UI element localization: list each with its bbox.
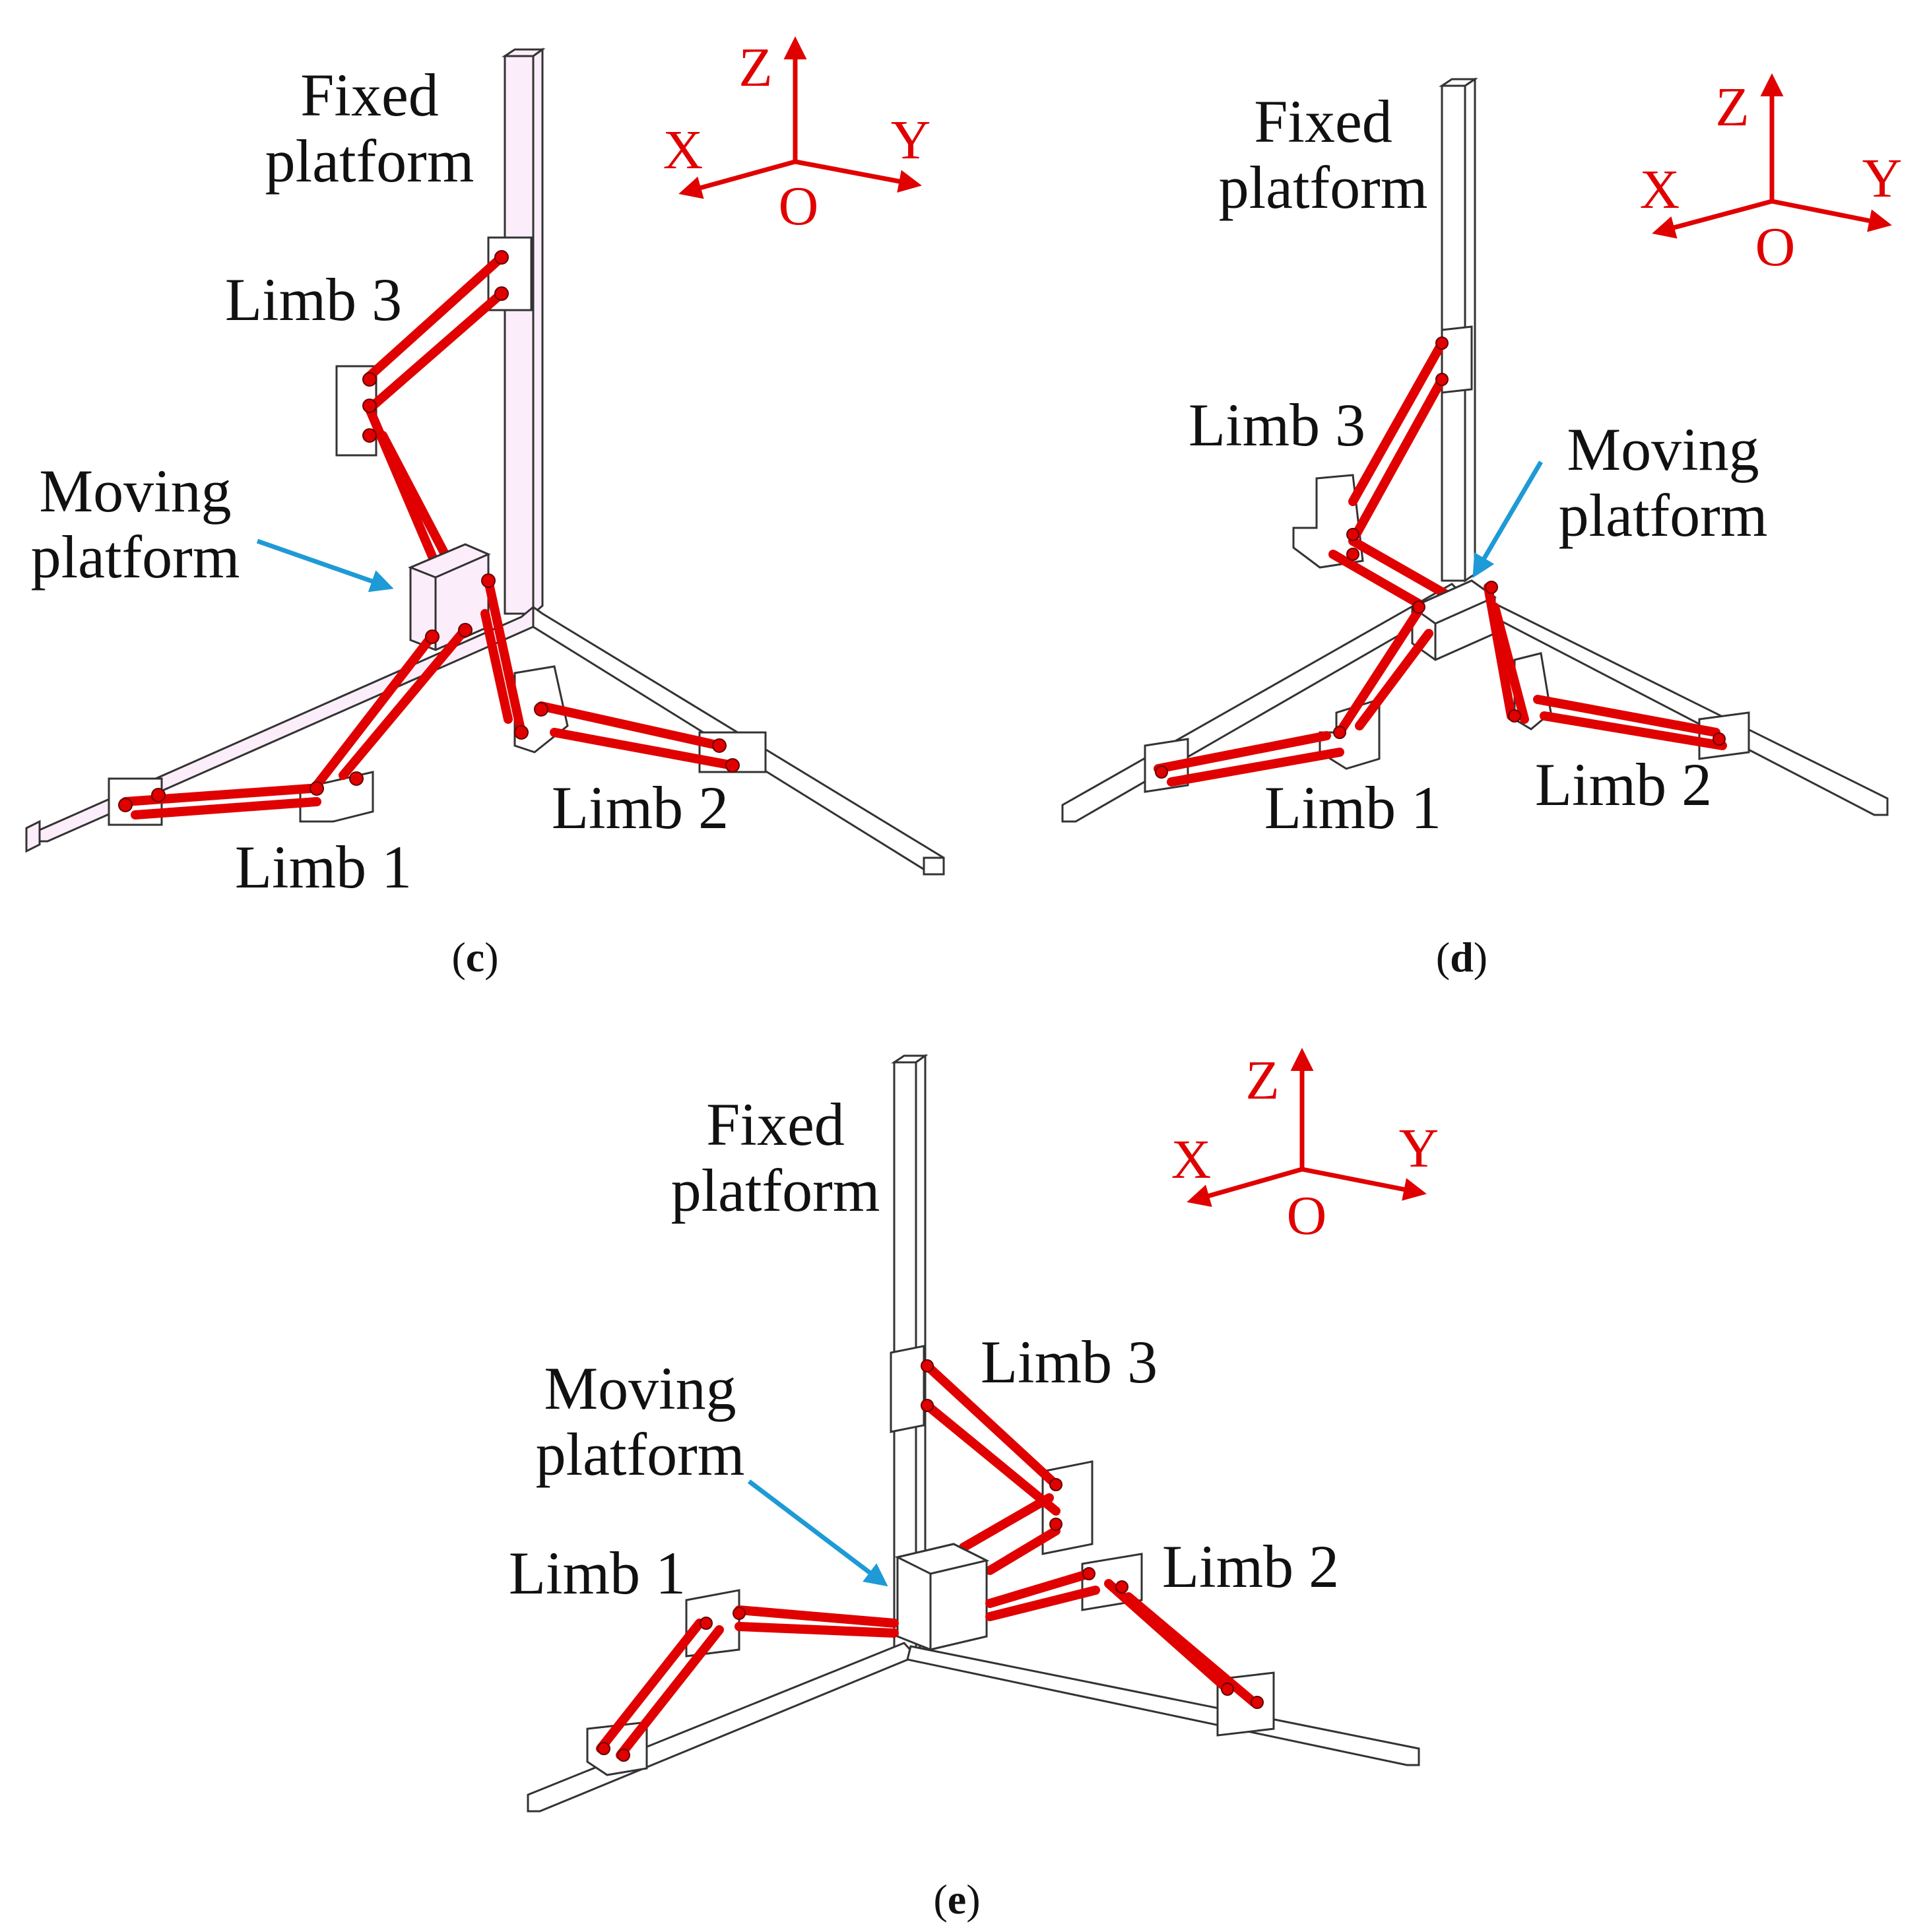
limb-1 [108, 623, 473, 826]
limb-1-label: Limb 1 [235, 833, 412, 901]
fixed-platform-label-line2: platform [265, 127, 474, 195]
fixed-platform-label-line1: Fixed [706, 1091, 845, 1158]
axis-z-label: Z [1715, 77, 1749, 138]
limb-1 [1144, 600, 1433, 793]
moving-platform [1410, 579, 1497, 661]
limb-2-label: Limb 2 [552, 774, 729, 841]
axis-y-label: Y [1399, 1118, 1439, 1179]
limb-2 [480, 573, 767, 773]
caption-c: (c) [451, 934, 498, 981]
limb-2-label: Limb 2 [1535, 751, 1712, 818]
limb-1 [586, 1589, 899, 1776]
axis-origin-label: O [1755, 216, 1796, 278]
fixed-platform-label-line2: platform [671, 1157, 880, 1224]
axis-origin-label: O [779, 176, 819, 237]
axis-z-label: Z [1245, 1050, 1279, 1111]
fixed-platform-frame [1061, 77, 1889, 823]
coordinate-axes: Z X Y O [1171, 1048, 1439, 1246]
limb-2 [1484, 581, 1750, 760]
limb-3-label: Limb 3 [225, 266, 402, 333]
moving-platform-label-line1: Moving [39, 457, 231, 525]
moving-platform-pointer-arrow [1472, 461, 1544, 579]
fixed-platform-label-line1: Fixed [1254, 88, 1392, 155]
limb-3-label: Limb 3 [1189, 391, 1365, 459]
fixed-platform-label-line2: platform [1219, 154, 1428, 221]
moving-platform [408, 543, 491, 651]
limb-3-label: Limb 3 [981, 1328, 1158, 1396]
panel-d: Fixed platform Limb 3 Moving platform Li… [1061, 73, 1903, 981]
moving-platform-label-line2: platform [536, 1421, 745, 1488]
moving-platform [894, 1543, 990, 1651]
limb-2-label: Limb 2 [1162, 1533, 1339, 1600]
axis-y-label: Y [1862, 148, 1903, 209]
limb-1-label: Limb 1 [509, 1539, 686, 1607]
axis-x-label: X [1640, 159, 1680, 220]
fixed-platform-label-line1: Fixed [300, 61, 439, 129]
moving-platform-pointer-arrow [747, 1479, 888, 1587]
axis-y-label: Y [891, 110, 931, 171]
panel-c: Fixed platform Limb 3 Moving platform Li… [25, 36, 945, 981]
axis-x-label: X [1171, 1129, 1212, 1190]
caption-e: (e) [933, 1876, 980, 1923]
coordinate-axes: Z X Y O [663, 36, 931, 237]
caption-d: (d) [1436, 934, 1487, 981]
limb-2 [985, 1553, 1275, 1737]
axis-z-label: Z [738, 37, 772, 98]
panel-e: Fixed platform Limb 3 Moving platform Li… [509, 1048, 1439, 1923]
moving-platform-label-line1: Moving [1567, 416, 1759, 483]
axis-x-label: X [663, 119, 703, 181]
moving-platform-label-line2: platform [31, 523, 240, 591]
limb-3 [1292, 325, 1473, 608]
moving-platform-label-line2: platform [1559, 482, 1768, 549]
limb-1-label: Limb 1 [1264, 774, 1441, 841]
limb-3 [335, 236, 533, 579]
axis-origin-label: O [1287, 1185, 1327, 1246]
coordinate-axes: Z X Y O [1640, 73, 1903, 278]
limb-3 [890, 1345, 1094, 1575]
moving-platform-label-line1: Moving [544, 1355, 736, 1422]
moving-platform-pointer-arrow [256, 538, 394, 593]
